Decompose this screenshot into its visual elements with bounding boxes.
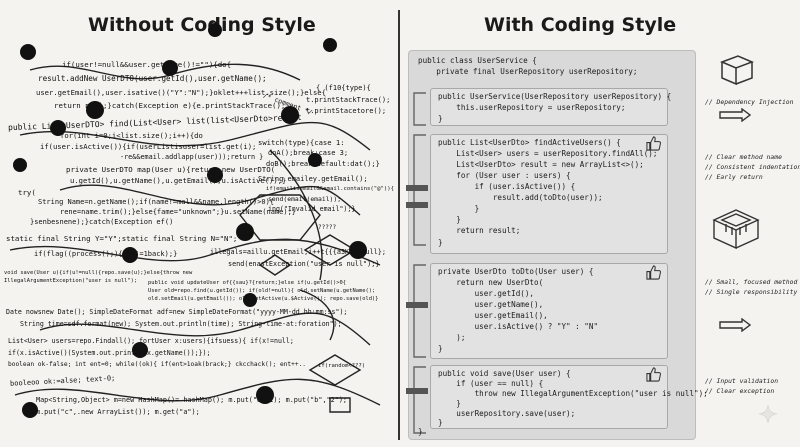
code-line: List<User> users = userRepository.findAl… [438, 149, 658, 158]
code-line: private UserDto toDto(User user) { [438, 267, 594, 276]
annotation-dependency-injection: // Dependency Injection [705, 98, 794, 106]
messy-line: switch(type){case 1: [258, 138, 345, 147]
messy-line: t.printStacetore(); [306, 107, 387, 115]
messy-line: private UserDTO map(User u){return new U… [66, 165, 276, 174]
messy-line: old.setEmail(u.getEmail()); old.setActiv… [148, 296, 379, 302]
code-line: } [438, 344, 443, 353]
code-line: if (user == null) { [438, 379, 544, 388]
messy-line: t.printStackTrace(); [306, 96, 391, 104]
arrow-right-icon [719, 318, 752, 332]
code-line: } [438, 204, 480, 213]
annotation-line: // Clear method name [705, 153, 782, 161]
isometric-box-icon [719, 55, 755, 86]
messy-line: public void updateUser of{{sau}?{return;… [148, 280, 346, 286]
messy-line: for(int i=0;i<list.size();i++){do [60, 131, 203, 140]
arrow-right-icon [719, 108, 752, 122]
messy-line: static final String Y="Y";static final S… [6, 234, 238, 243]
thumbs-up-icon [646, 367, 661, 382]
connector-brackets [406, 92, 428, 434]
code-line: public void save(User user) { [438, 369, 571, 378]
messy-line: String Name=n.getName();if(name!=mall&&n… [38, 198, 275, 206]
messy-line: user.getEmail(),user.isative()("Y":"N");… [36, 88, 326, 97]
code-line: } [438, 114, 443, 123]
code-line: this.userRepository = userRepository; [438, 103, 626, 112]
save-block [430, 365, 668, 429]
code-line: return new UserDto( [438, 278, 544, 287]
code-line: user.getEmail(), [438, 311, 548, 320]
stairs-block-icon [712, 209, 760, 250]
code-line: return result; [438, 226, 521, 235]
annotation-line: // Small, focused method [705, 278, 798, 286]
center-divider [398, 10, 400, 440]
messy-line: ????? [318, 224, 337, 231]
code-line: if (user.isActive()) { [438, 182, 576, 191]
class-declaration: public class UserService { [418, 56, 537, 65]
messy-line: illegals=aillu.getEmail;i++t{{{a3K2<=nul… [210, 248, 386, 256]
code-line: for (User user : users) { [438, 171, 571, 180]
thumbs-up-icon [646, 136, 661, 151]
left-heading: Without Coding Style [88, 14, 316, 36]
annotation-line: // Input validation [705, 377, 779, 385]
constructor-block [430, 88, 668, 126]
messy-line: if(random<???) [318, 363, 366, 369]
code-line: result.add(toDto(user)); [438, 193, 603, 202]
find-active-users-block [430, 134, 668, 254]
messy-line: List<User> users=repo.Findall(); fortUse… [8, 337, 294, 345]
class-closing-brace: } [418, 427, 423, 436]
messy-line: doB();break;default:dat();} [266, 160, 380, 168]
messy-line: rene=name.trim();}else{fame="unknown";}u… [60, 208, 297, 216]
code-line: user.getName(), [438, 300, 544, 309]
code-line: } [438, 418, 443, 427]
messy-line: send(email(email)); [268, 195, 342, 203]
messy-code-area: if(user!=null&&user.getName()!=""){do{ r… [0, 0, 398, 447]
annotation-line: // Early return [705, 173, 763, 181]
code-line: List<UserDto> result = new ArrayList<>()… [438, 160, 644, 169]
annotation-line: // Clear exception [705, 387, 775, 395]
right-heading: With Coding Style [484, 14, 677, 36]
messy-line: String time=sdf.format(new); System.out.… [20, 320, 342, 328]
messy-line: if(emailisemail&&email.contains("@")){ [266, 186, 394, 192]
messy-line: return null;}catch(Exception e){e.printS… [54, 101, 286, 110]
messy-line: void save(User u){if(u!=null){repo.save(… [4, 270, 193, 276]
messy-line: if(flag((process();){-5=!=1back);} [34, 250, 178, 258]
messy-line: u.getId(),u.getName(),u.getEmail(),u.isA… [70, 176, 287, 185]
messy-line: ing("Invalid email");} [268, 205, 356, 213]
sparkle-icon [758, 404, 778, 424]
messy-line: send(enastException("user is null");} [228, 260, 380, 268]
code-line: } [438, 399, 461, 408]
code-line: } [438, 238, 443, 247]
messy-line: boolean ok-false; int ent=0; while((ok){… [8, 361, 307, 368]
code-line: user.getId(), [438, 289, 535, 298]
messy-line: { (f10{type){ [316, 84, 371, 92]
field-declaration: private final UserRepository userReposit… [418, 67, 638, 76]
thumbs-up-icon [646, 265, 661, 280]
messy-line: Date nowsnew Date(); SimpleDateFormat ad… [6, 308, 348, 316]
messy-line: }senbesnene);}catch(Exception ef() [30, 218, 174, 226]
messy-line: IllegalArgumentException("user is null")… [4, 278, 138, 284]
code-line: userRepository.save(user); [438, 409, 576, 418]
code-line: public List<UserDto> findActiveUsers() { [438, 138, 621, 147]
messy-line: doA();break;case 3; [268, 149, 349, 157]
messy-line: m.put("c",.new ArrayList()); m.get("a"); [36, 408, 200, 416]
messy-line: if(x.isActive()(System.out.println(x.get… [8, 349, 211, 357]
messy-line: String emailey.getEmail(); [258, 175, 368, 183]
annotation-line: // Consistent indentation [705, 163, 800, 171]
messy-line: Map<String,Object> m=new HashMap()= hash… [36, 396, 347, 404]
tangled-lines-decoration [9, 23, 381, 418]
code-line: user.isActive() ? "Y" : "N" [438, 322, 599, 331]
messy-line: result.addNew UserDTO(user.getId(),user.… [38, 74, 267, 83]
code-line: public UserService(UserRepository userRe… [438, 92, 672, 101]
messy-line: if(user!=null&&user.getName()!=""){do{ [62, 60, 232, 69]
messy-line: if(user.isActive()){if(userListisuser=li… [40, 142, 257, 151]
to-dto-block [430, 263, 668, 359]
messy-line: try( [18, 188, 36, 197]
messy-line: -re&&email.addlapp(user)));return } [120, 153, 264, 161]
annotation-line: // Single responsibility [705, 288, 798, 296]
messy-line: User old=repo.find(u.getId()); if(old!=n… [148, 288, 376, 294]
code-line: throw new IllegalArgumentException("user… [438, 389, 708, 398]
code-line: } [438, 215, 461, 224]
code-line: ); [438, 333, 466, 342]
